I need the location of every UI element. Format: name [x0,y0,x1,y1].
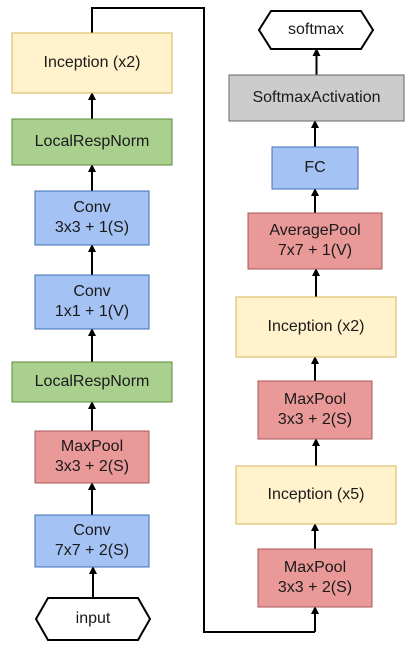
fc-node [271,146,359,190]
softmax-act-node [228,74,405,122]
connectors [88,7,321,633]
lrn1-node [11,361,173,403]
maxpool1-node [34,430,150,484]
inception2-node [235,465,397,525]
maxpool2-node [257,548,373,608]
conv3-node [34,190,150,246]
crossover-connector [91,7,315,633]
maxpool3-node [257,380,373,440]
inception3-node [235,296,397,358]
conv2-node [34,274,150,330]
lrn2-node [11,118,173,166]
conv1-node [34,514,150,568]
softmax-node [257,10,375,50]
avgpool-node [247,212,383,270]
nodes [11,10,405,641]
inception1-node [11,32,173,94]
input-node [34,597,152,641]
